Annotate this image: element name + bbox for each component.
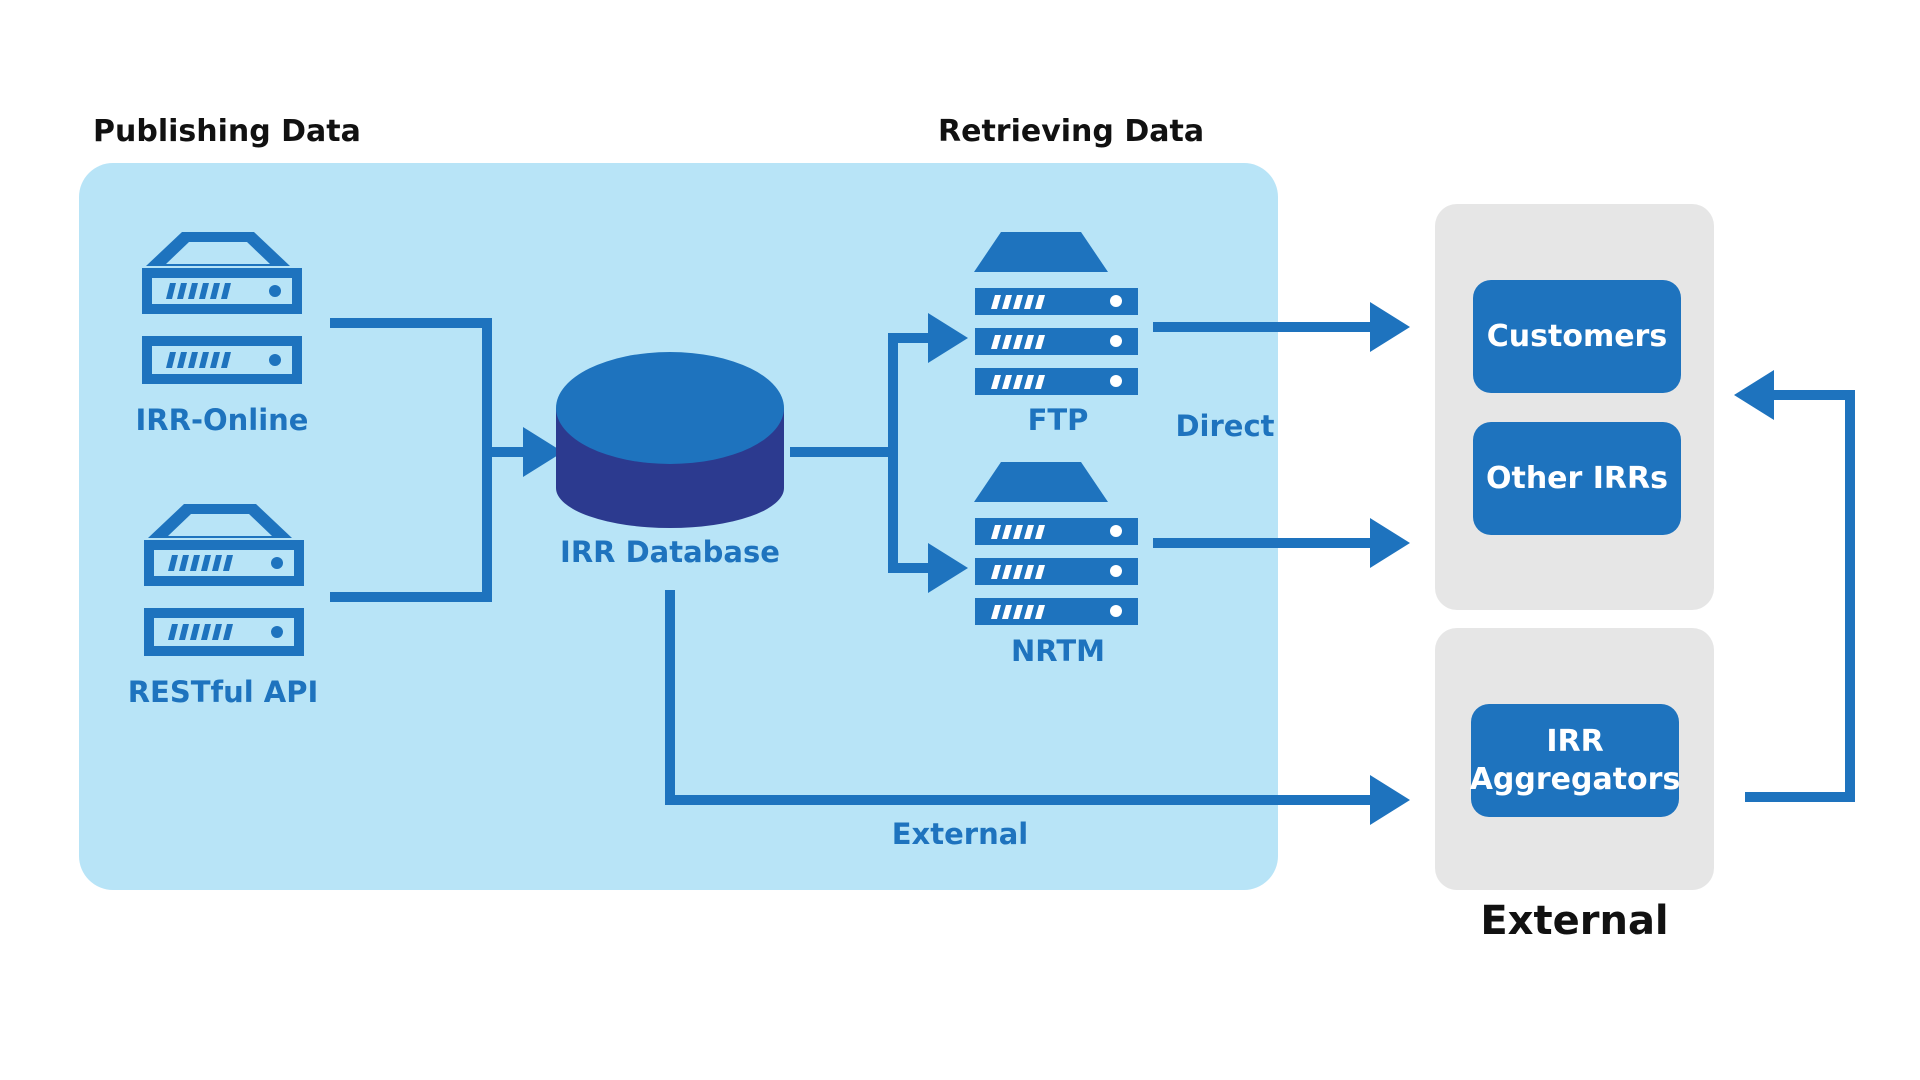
publishing-data-header: Publishing Data xyxy=(93,114,361,149)
server-rack-icon xyxy=(974,462,1138,625)
external-header: External xyxy=(1480,898,1669,944)
direct-path-label: Direct xyxy=(1175,409,1275,443)
irr-aggregators-box: IRR Aggregators xyxy=(1469,704,1681,817)
ftp-label: FTP xyxy=(1027,403,1089,437)
irr-database-label: IRR Database xyxy=(560,535,780,569)
server-rack-icon xyxy=(974,232,1138,395)
restful-api-to-database-line xyxy=(330,452,492,602)
server-icon xyxy=(144,504,304,656)
irr-online-label: IRR-Online xyxy=(135,403,309,437)
customers-box: Customers xyxy=(1473,280,1681,393)
irr-aggregators-label-line1: IRR xyxy=(1546,724,1604,759)
other-irrs-box: Other IRRs xyxy=(1473,422,1681,535)
external-panel-direct xyxy=(1435,204,1714,610)
database-cylinder-icon xyxy=(556,352,784,528)
customers-label: Customers xyxy=(1486,318,1668,354)
nrtm-label: NRTM xyxy=(1011,634,1105,668)
irr-online-to-database-line xyxy=(330,318,492,452)
external-path-label: External xyxy=(891,817,1029,851)
database-external-arrow xyxy=(665,590,1410,825)
retrieving-data-header: Retrieving Data xyxy=(938,114,1205,149)
aggregators-feedback-arrow xyxy=(1734,370,1855,802)
other-irrs-label: Other IRRs xyxy=(1485,460,1668,496)
restful-api-label: RESTful API xyxy=(127,675,319,709)
irr-aggregators-label-line2: Aggregators xyxy=(1469,761,1681,797)
server-icon xyxy=(142,232,302,384)
